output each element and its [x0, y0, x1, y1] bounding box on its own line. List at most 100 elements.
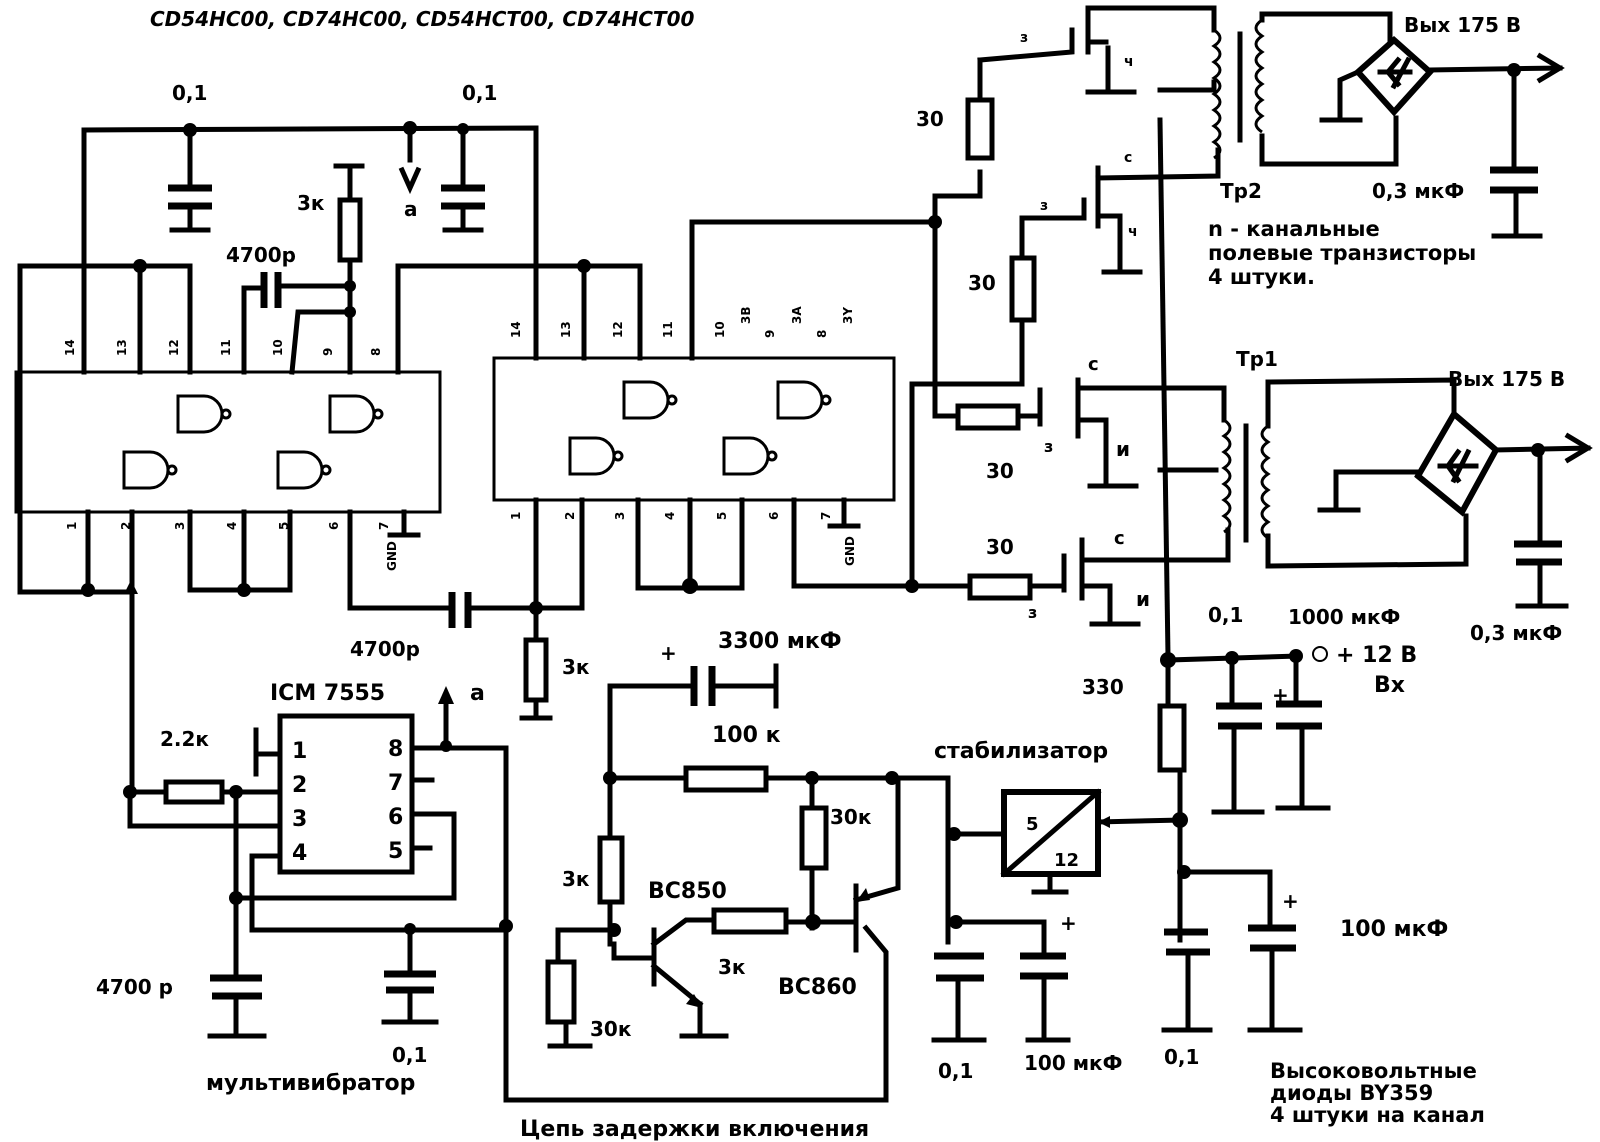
plus-sign: + — [1272, 683, 1289, 707]
res-label: 30к — [590, 1017, 632, 1041]
cap-label: 0,1 — [462, 81, 497, 105]
node-label-a: а — [470, 681, 485, 706]
pin-name-3b: 3B — [739, 307, 753, 325]
res-label: 30 — [986, 459, 1014, 483]
ic2-gnd-label: GND — [843, 536, 857, 566]
source-label: ч — [1124, 54, 1134, 70]
resistor-2k2 — [163, 779, 225, 805]
cap-label: 0,1 — [392, 1043, 427, 1067]
res-label: 3к — [562, 655, 590, 679]
timer-pin-5: 5 — [388, 839, 403, 864]
drain-label: с — [1124, 150, 1132, 166]
diodes-note-line: диоды BY359 — [1270, 1081, 1433, 1105]
resistor-3k-mid — [523, 637, 549, 703]
transformer-tr1 — [1221, 377, 1469, 569]
nand-gate — [176, 394, 232, 434]
resistor-30-4 — [967, 573, 1033, 601]
transformer-label: Тр1 — [1236, 347, 1278, 371]
power-supply — [931, 117, 1331, 1043]
timer-pin-2: 2 — [292, 773, 307, 798]
res-label: 100 к — [712, 723, 781, 748]
capacitor-4700p-bottom — [207, 974, 267, 1039]
nand-gate — [722, 436, 778, 476]
capacitor-4700p-top — [260, 272, 282, 308]
delay-circuit — [547, 663, 951, 1049]
multivibrator-label: мультивибратор — [206, 1071, 415, 1096]
source-label: ч — [1128, 224, 1138, 240]
res-label: 30к — [830, 805, 872, 829]
cap-label: 0,1 — [1164, 1045, 1199, 1069]
cap-label: 100 мкФ — [1024, 1051, 1122, 1075]
cap-label: 0,3 мкФ — [1470, 621, 1562, 645]
timer-pin-1: 1 — [292, 739, 307, 764]
ic2-pin-3: 3 — [613, 512, 627, 520]
cap-label: 3300 мкФ — [718, 629, 842, 654]
resistor-100k — [683, 765, 769, 793]
resistor-30-3 — [955, 403, 1021, 431]
nand-gate — [276, 450, 332, 490]
ic1-pin-6: 6 — [327, 522, 341, 530]
output-label: Вых 175 В — [1404, 13, 1521, 37]
transformer-label: Тр2 — [1220, 179, 1262, 203]
ic1-pin-13: 13 — [115, 339, 129, 356]
ic2-pin-8: 8 — [815, 330, 829, 338]
cap-label: 4700р — [350, 637, 420, 661]
pin-name-3y: 3Y — [841, 307, 855, 324]
transformer-tr2 — [1211, 11, 1399, 167]
ic2-pin-6: 6 — [767, 512, 781, 520]
resistor-3k-bc850 — [597, 835, 625, 905]
capacitor-01-timer — [381, 970, 439, 1025]
diodes-note-line: Высоковольтные — [1270, 1059, 1477, 1083]
drain-label: с — [1114, 528, 1125, 549]
resistor-30-2 — [1009, 255, 1037, 323]
ic2-pin-11: 11 — [661, 321, 675, 338]
source-label: и — [1116, 437, 1130, 461]
plus-sign: + — [660, 641, 677, 665]
cap-label: 4700 р — [96, 975, 173, 999]
res-label: 30 — [986, 535, 1014, 559]
timer-pin-3: 3 — [292, 807, 307, 832]
gate-label: з — [1020, 30, 1028, 46]
resistor-30-1 — [965, 97, 995, 161]
ic1-gnd-label: GND — [385, 541, 399, 571]
ic1-pin-10: 10 — [271, 339, 285, 356]
cap-label: 1000 мкФ — [1288, 605, 1400, 629]
ic-bottom-wiring — [81, 497, 915, 793]
cap-label: 0,1 — [1208, 603, 1243, 627]
transistor-label: BC850 — [648, 879, 727, 904]
ic1-pin-9: 9 — [321, 348, 335, 356]
res-label: 3к — [562, 867, 590, 891]
ic2-pin-9: 9 — [763, 330, 777, 338]
node-label-a: а — [404, 197, 418, 221]
pin-name-3a: 3A — [790, 306, 804, 324]
ic2-pin-13: 13 — [559, 321, 573, 338]
nand-gate — [568, 436, 624, 476]
nand-gate — [122, 450, 178, 490]
fet-stage — [905, 5, 1231, 627]
resistor-3k-top — [337, 197, 363, 263]
timer-pin-7: 7 — [388, 771, 403, 796]
res-label: 3к — [718, 955, 746, 979]
source-label: и — [1136, 587, 1150, 611]
ic1-pin-12: 12 — [167, 339, 181, 356]
output-label: Вых 175 В — [1448, 367, 1565, 391]
top-supply-wiring — [17, 121, 938, 595]
gate-label: з — [1044, 437, 1053, 456]
ic1-pin-2: 2 — [119, 522, 133, 530]
cap-label: 0,3 мкФ — [1372, 179, 1464, 203]
stabilizer-label: стабилизатор — [934, 739, 1108, 764]
fet-note-line: полевые транзисторы — [1208, 241, 1476, 265]
ic2-pin-2: 2 — [563, 512, 577, 520]
ic1-body — [14, 370, 442, 514]
res-label: 330 — [1082, 675, 1124, 699]
timer-body — [277, 713, 415, 875]
capacitor-4700p-mid — [448, 592, 472, 628]
plus-sign: + — [1282, 889, 1299, 913]
res-label: 30 — [916, 107, 944, 131]
ic2-pin-14: 14 — [509, 321, 523, 338]
stabilizer-out: 12 — [1054, 850, 1079, 871]
nand-gate — [776, 380, 832, 420]
ic1-pin-7: 7 — [377, 522, 391, 530]
timer-pin-8: 8 — [388, 737, 403, 762]
